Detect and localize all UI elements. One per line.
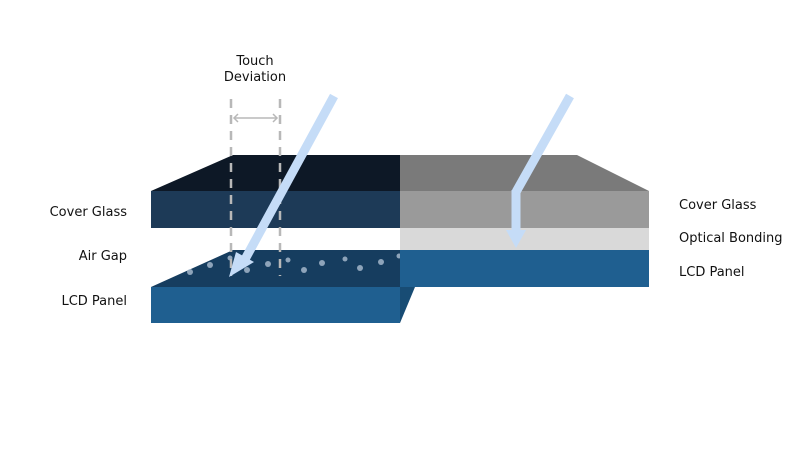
air-gap-bubbles — [187, 253, 402, 275]
touch-deviation-label-line1: Touch — [236, 54, 274, 69]
bubble — [187, 269, 193, 275]
bubble — [265, 261, 271, 267]
bubble — [301, 267, 307, 273]
right-cover-glass-label: Cover Glass — [679, 198, 757, 213]
bubble — [357, 265, 363, 271]
left-lcd-front-face — [151, 287, 400, 323]
right-lcd-front-face — [400, 250, 649, 287]
left-lcd-top-face — [151, 250, 415, 287]
bubble — [285, 257, 291, 263]
touch-deviation-measure-arrow — [232, 113, 279, 123]
left-air-gap-label: Air Gap — [78, 249, 127, 264]
left-cover-glass-top-face — [151, 155, 400, 191]
right-optical-bonding-layer — [400, 228, 649, 250]
touch-deviation-label-line2: Deviation — [223, 70, 287, 85]
right-lcd-panel-label: LCD Panel — [679, 265, 745, 280]
left-light-ray-arrow — [229, 93, 338, 277]
bubble — [244, 267, 250, 273]
bubble — [319, 260, 325, 266]
bubble — [342, 256, 348, 262]
left-cover-glass-label: Cover Glass — [49, 205, 127, 220]
right-cover-glass-front-face — [400, 191, 649, 228]
bubble — [378, 259, 384, 265]
touch-deviation-label: Touch Deviation — [205, 54, 305, 86]
right-optical-bonding-label: Optical Bonding — [679, 231, 783, 246]
bubble — [207, 262, 213, 268]
left-lcd-panel-label: LCD Panel — [61, 294, 127, 309]
right-light-ray-arrow — [506, 93, 574, 248]
